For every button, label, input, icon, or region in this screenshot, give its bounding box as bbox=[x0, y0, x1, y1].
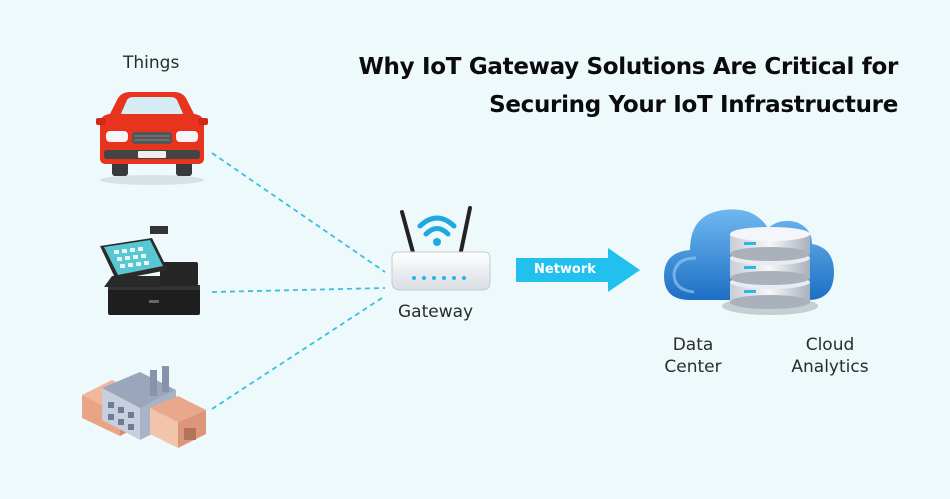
gateway-label: Gateway bbox=[398, 302, 474, 322]
network-arrow-icon bbox=[516, 248, 640, 292]
data-center-label-line-2: Center bbox=[664, 357, 722, 377]
page-title: Why IoT Gateway Solutions Are Critical f… bbox=[298, 48, 898, 124]
router-icon bbox=[391, 206, 491, 291]
page-title-line-1: Why IoT Gateway Solutions Are Critical f… bbox=[358, 54, 898, 80]
cloud-analytics-label-line-2: Analytics bbox=[791, 357, 869, 377]
data-center-label: Data Center bbox=[653, 334, 733, 378]
things-label: Things bbox=[123, 53, 180, 73]
cloud-analytics-label: Cloud Analytics bbox=[780, 334, 880, 378]
network-label: Network bbox=[534, 262, 596, 277]
pos-to-gateway-line bbox=[211, 287, 386, 293]
database-server-icon bbox=[722, 227, 818, 315]
car-icon bbox=[96, 92, 208, 185]
factory-to-gateway-line bbox=[211, 295, 386, 410]
page-title-line-2: Securing Your IoT Infrastructure bbox=[489, 92, 898, 118]
pos-terminal-icon bbox=[100, 226, 200, 315]
wifi-icon bbox=[417, 215, 457, 246]
cloud-analytics-label-line-1: Cloud bbox=[805, 335, 855, 355]
data-center-label-line-1: Data bbox=[672, 335, 714, 355]
car-to-gateway-line bbox=[211, 152, 386, 273]
factory-icon bbox=[82, 366, 206, 448]
connection-lines bbox=[211, 152, 386, 410]
